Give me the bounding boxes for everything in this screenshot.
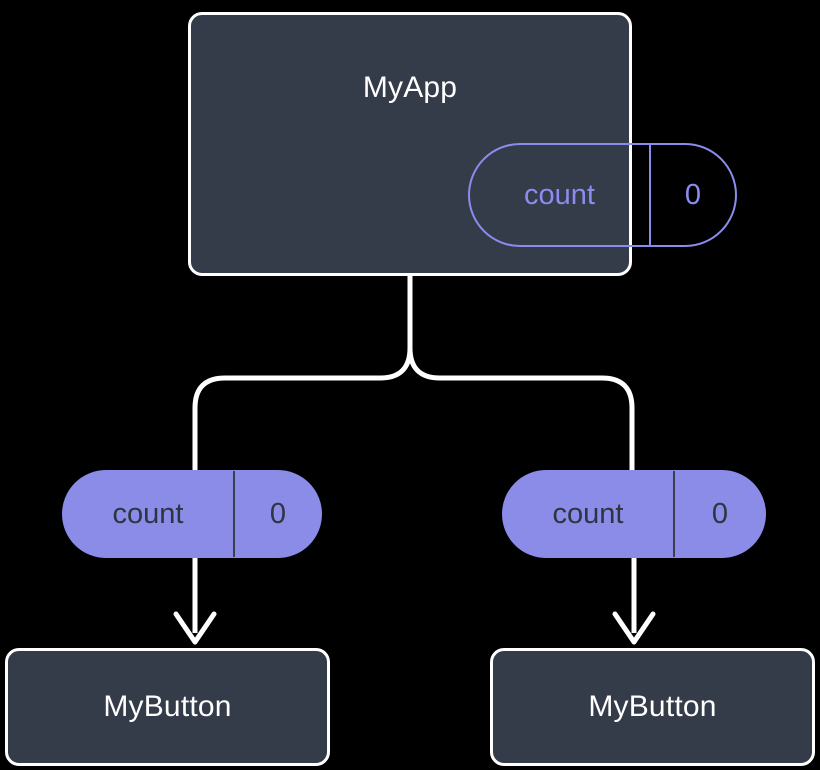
arrowhead-right: [612, 611, 656, 645]
prop-key-label: count: [503, 471, 675, 557]
edge-myapp-to-children: [192, 273, 413, 473]
prop-value-label: 0: [711, 497, 729, 530]
component-node-myapp[interactable]: MyApp count 0: [188, 12, 737, 276]
edge-myapp-to-child-right: [407, 273, 635, 473]
prop-key-label: count: [63, 471, 235, 557]
prop-value-label: 0: [269, 497, 287, 530]
component-node-mybutton-right[interactable]: MyButton: [490, 648, 815, 766]
state-key-label: count: [470, 145, 651, 245]
prop-pill-left[interactable]: count 0: [62, 470, 322, 558]
state-value-label: 0: [684, 178, 702, 211]
component-label-myapp: MyApp: [362, 71, 458, 104]
component-node-mybutton-left[interactable]: MyButton: [5, 648, 330, 766]
component-label-mybutton: MyButton: [588, 690, 717, 723]
arrowhead-left: [173, 611, 217, 645]
state-pill-myapp[interactable]: count 0: [468, 143, 737, 247]
prop-pill-right[interactable]: count 0: [502, 470, 766, 558]
component-label-mybutton: MyButton: [103, 690, 232, 723]
